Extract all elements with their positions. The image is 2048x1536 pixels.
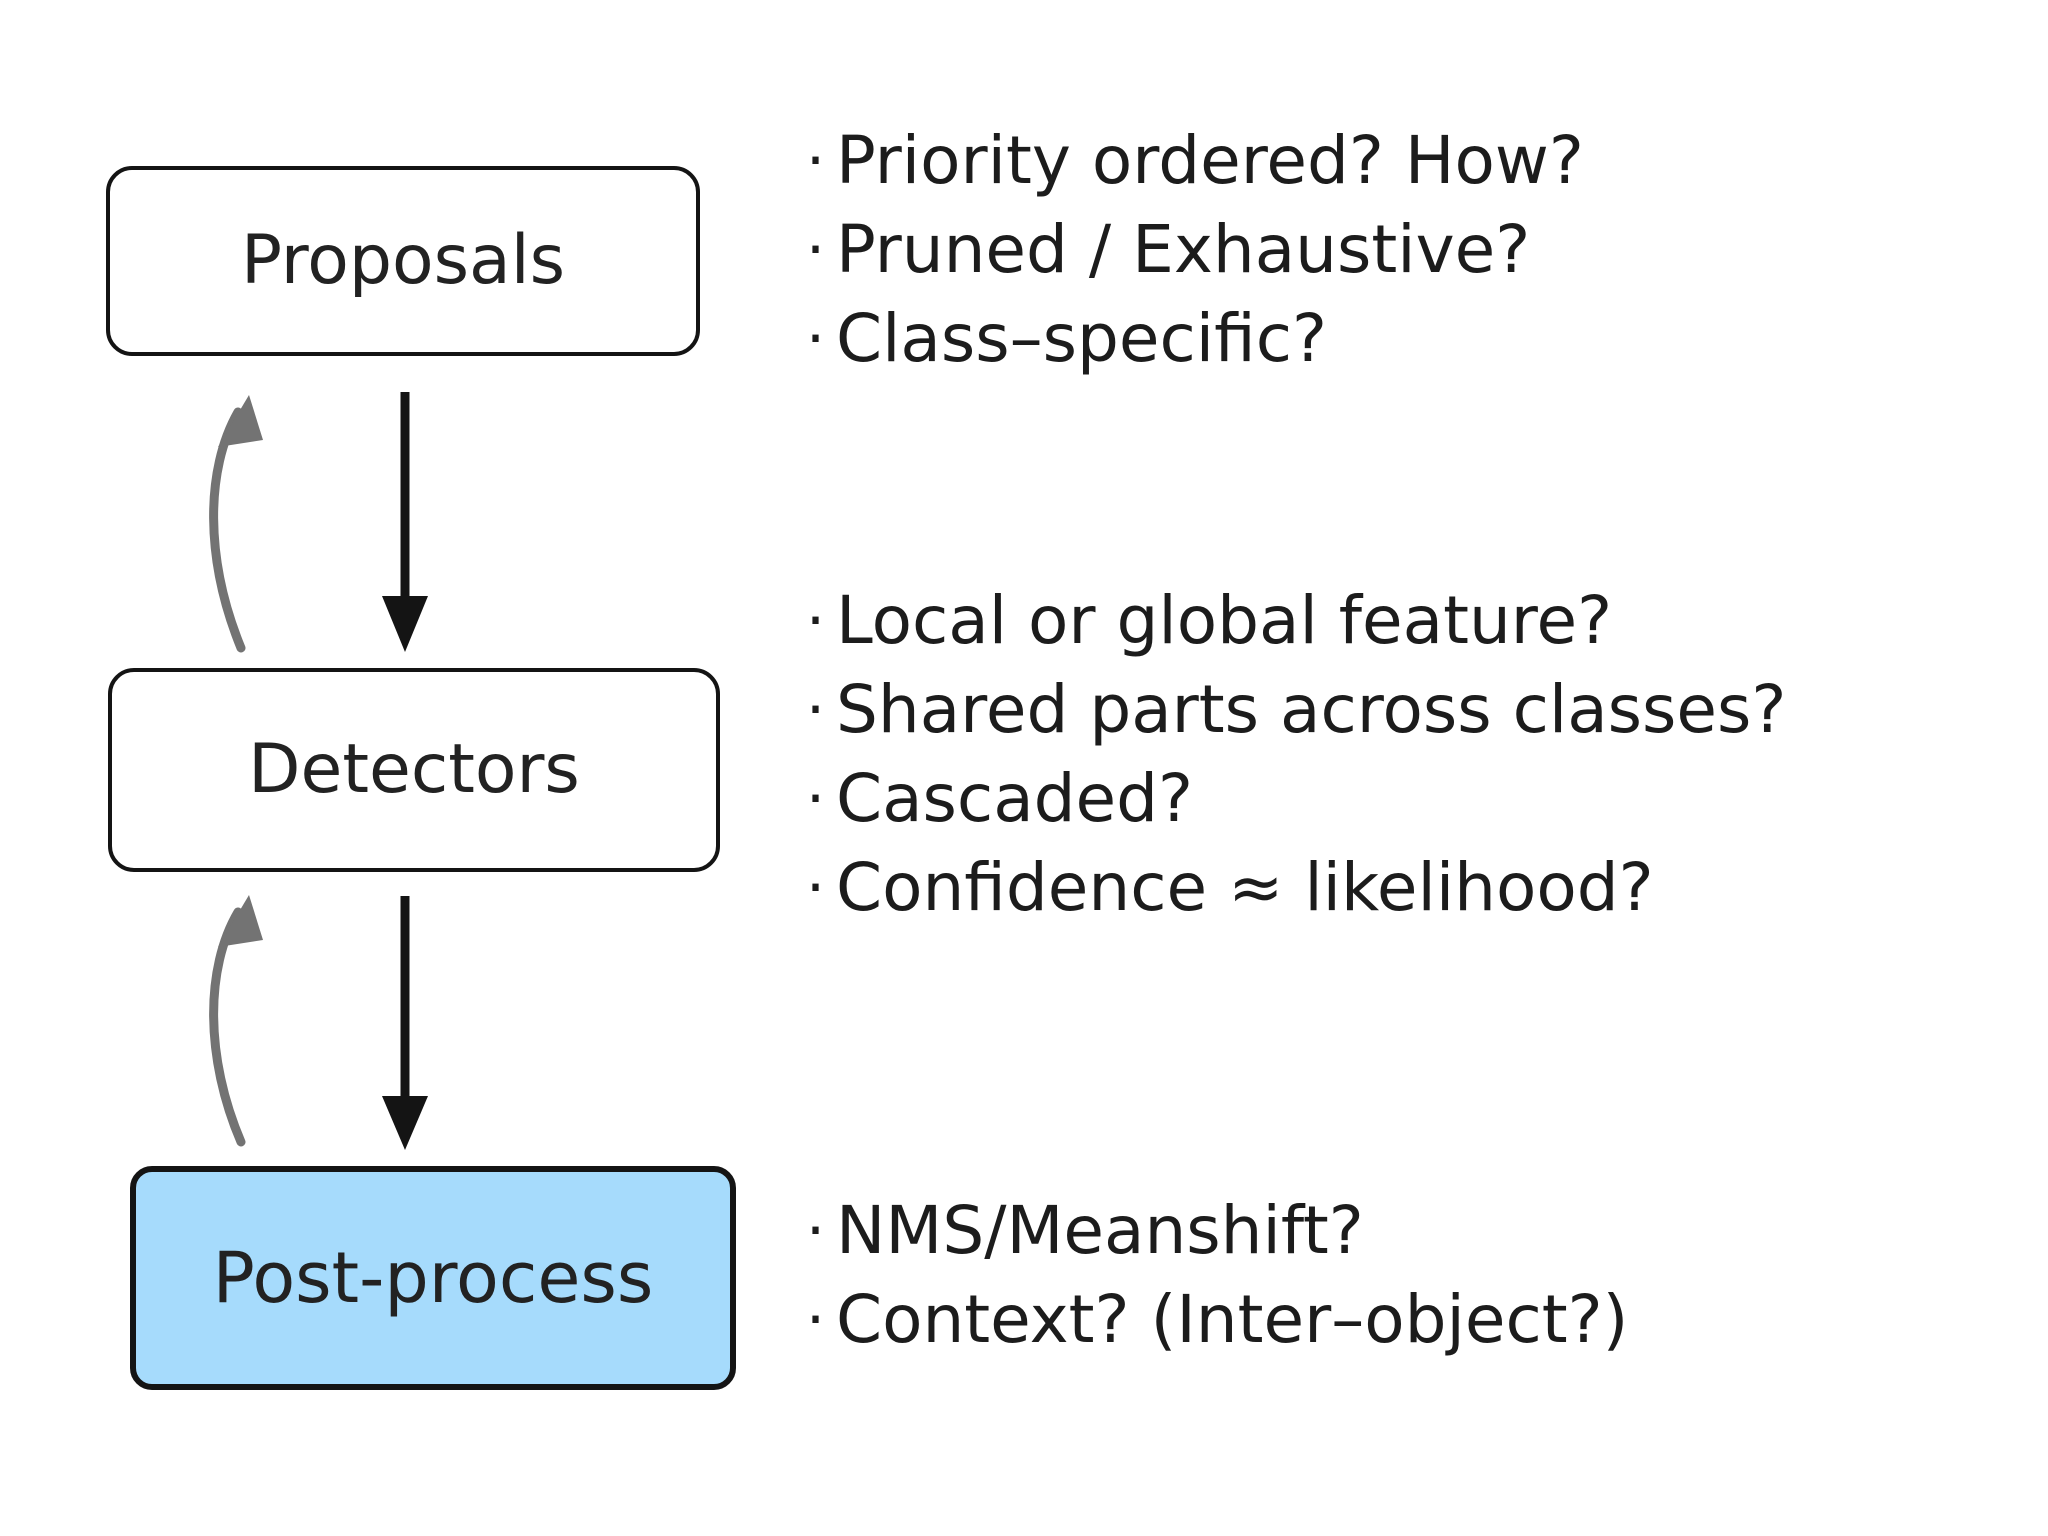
bullet-dot-icon: ·	[806, 675, 826, 745]
list-item: · Priority ordered? How?	[806, 128, 2046, 217]
bullet-dot-icon: ·	[806, 764, 826, 834]
list-item: · Cascaded?	[806, 766, 2046, 855]
edge-detectors-to-postprocess	[382, 896, 428, 1150]
list-item: · Class–specific?	[806, 306, 2046, 395]
annotation-text: Class–specific?	[836, 300, 1328, 377]
annotation-text: Context? (Inter–object?)	[836, 1281, 1629, 1358]
bullet-dot-icon: ·	[806, 1196, 826, 1266]
bullet-dot-icon: ·	[806, 1285, 826, 1355]
annotation-group-proposals: · Priority ordered? How? · Pruned / Exha…	[806, 128, 2046, 395]
list-item: · Confidence ≈ likelihood?	[806, 855, 2046, 944]
bullet-dot-icon: ·	[806, 126, 826, 196]
flow-node-post-process[interactable]: Post-process	[130, 1166, 736, 1390]
bullet-dot-icon: ·	[806, 586, 826, 656]
bullet-dot-icon: ·	[806, 853, 826, 923]
flow-node-proposals[interactable]: Proposals	[106, 166, 700, 356]
list-item: · Shared parts across classes?	[806, 677, 2046, 766]
edge-proposals-to-detectors	[382, 392, 428, 652]
annotation-text: Priority ordered? How?	[836, 122, 1584, 199]
annotation-text: NMS/Meanshift?	[836, 1192, 1364, 1269]
annotation-group-detectors: · Local or global feature? · Shared part…	[806, 588, 2046, 944]
pipeline-flow-diagram: Proposals Detectors Post-process	[0, 0, 780, 1536]
annotation-text: Cascaded?	[836, 760, 1194, 837]
annotations-column: · Priority ordered? How? · Pruned / Exha…	[806, 0, 2048, 1536]
annotation-group-post-process: · NMS/Meanshift? · Context? (Inter–objec…	[806, 1198, 2046, 1376]
edge-postprocess-to-detectors	[209, 895, 263, 1147]
edge-detectors-to-proposals	[209, 395, 263, 653]
flow-node-proposals-label: Proposals	[240, 221, 566, 300]
list-item: · NMS/Meanshift?	[806, 1198, 2046, 1287]
flow-node-detectors-label: Detectors	[248, 730, 580, 809]
flow-node-detectors[interactable]: Detectors	[108, 668, 720, 872]
list-item: · Context? (Inter–object?)	[806, 1287, 2046, 1376]
bullet-dot-icon: ·	[806, 215, 826, 285]
annotation-text: Local or global feature?	[836, 582, 1613, 659]
annotation-text: Shared parts across classes?	[836, 671, 1787, 748]
list-item: · Local or global feature?	[806, 588, 2046, 677]
flow-node-post-process-label: Post-process	[212, 1237, 654, 1319]
bullet-dot-icon: ·	[806, 304, 826, 374]
list-item: · Pruned / Exhaustive?	[806, 217, 2046, 306]
annotation-text: Confidence ≈ likelihood?	[836, 849, 1654, 926]
annotation-text: Pruned / Exhaustive?	[836, 211, 1531, 288]
